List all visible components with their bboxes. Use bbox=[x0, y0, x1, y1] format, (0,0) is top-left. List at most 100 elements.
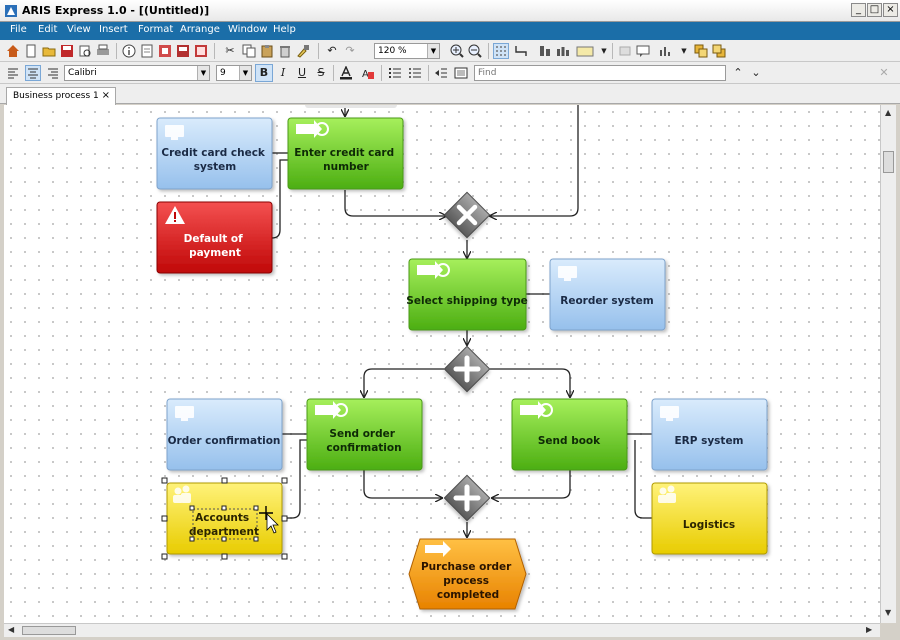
format-painter-icon[interactable] bbox=[296, 44, 310, 58]
send-back-icon[interactable] bbox=[712, 44, 726, 58]
open-folder-icon[interactable] bbox=[42, 44, 56, 58]
selection-handles[interactable] bbox=[161, 477, 288, 560]
svg-text:Accounts department: Accounts department bbox=[189, 512, 259, 538]
print-preview-icon[interactable] bbox=[78, 44, 92, 58]
node-reorder-system[interactable]: Reorder system bbox=[549, 258, 666, 331]
underline-button[interactable]: U bbox=[297, 66, 307, 79]
find-previous-icon[interactable]: ⌃ bbox=[733, 66, 743, 79]
node-accounts-department[interactable]: Accounts department bbox=[161, 477, 288, 560]
align-icon[interactable] bbox=[538, 44, 552, 58]
node-order-confirmation[interactable]: Order confirmation bbox=[166, 398, 283, 471]
function-arrow-icon bbox=[296, 120, 329, 138]
save-icon[interactable] bbox=[60, 44, 74, 58]
decrease-indent-icon[interactable] bbox=[434, 66, 448, 80]
menu-window[interactable]: Window bbox=[228, 24, 268, 35]
function-arrow-icon bbox=[520, 401, 553, 419]
horizontal-scroll-thumb[interactable] bbox=[22, 626, 76, 635]
node-purchase-order-process-completed[interactable]: Purchase order process completed bbox=[408, 538, 527, 610]
gateway-parallel-join[interactable] bbox=[443, 474, 491, 522]
scroll-right-icon[interactable]: ▶ bbox=[866, 625, 873, 634]
distribute-icon[interactable] bbox=[556, 44, 570, 58]
bring-front-icon[interactable] bbox=[694, 44, 708, 58]
maximize-button[interactable]: □ bbox=[867, 3, 882, 17]
minimize-button[interactable]: _ bbox=[851, 3, 866, 17]
cut-icon[interactable]: ✂ bbox=[225, 44, 235, 57]
gateway-parallel-split[interactable] bbox=[443, 345, 491, 393]
window-title: ARIS Express 1.0 - [(Untitled)] bbox=[22, 4, 210, 17]
node-enter-credit-card-number[interactable]: Enter credit card number bbox=[287, 117, 404, 190]
menu-view[interactable]: View bbox=[67, 24, 91, 35]
delete-icon[interactable] bbox=[278, 44, 292, 58]
shape-fill-icon[interactable] bbox=[576, 44, 594, 58]
italic-button[interactable]: I bbox=[280, 66, 286, 79]
font-color-icon[interactable] bbox=[339, 66, 353, 80]
chevron-down-icon[interactable]: ▼ bbox=[601, 47, 607, 55]
align-left-icon[interactable] bbox=[6, 66, 20, 80]
export-icon[interactable] bbox=[158, 44, 172, 58]
close-icon[interactable]: × bbox=[101, 90, 110, 101]
bullet-list-icon[interactable] bbox=[408, 66, 422, 80]
find-input[interactable] bbox=[474, 65, 726, 81]
print-icon[interactable] bbox=[96, 44, 110, 58]
strikethrough-button[interactable]: S bbox=[317, 66, 325, 79]
font-family-select[interactable]: Calibri ▼ bbox=[64, 65, 210, 81]
align-center-icon[interactable] bbox=[25, 65, 41, 81]
menu-help[interactable]: Help bbox=[273, 24, 296, 35]
horizontal-scrollbar[interactable]: ◀ ▶ bbox=[4, 623, 880, 637]
text-frame-icon[interactable] bbox=[454, 66, 468, 80]
scroll-down-icon[interactable]: ▼ bbox=[885, 608, 892, 617]
zoom-in-icon[interactable] bbox=[450, 44, 464, 58]
close-window-button[interactable]: × bbox=[883, 3, 898, 17]
node-send-book[interactable]: Send book bbox=[511, 398, 628, 471]
node-default-of-payment[interactable]: Default of payment bbox=[156, 201, 273, 274]
chevron-down-icon[interactable]: ▼ bbox=[681, 47, 687, 55]
scroll-left-icon[interactable]: ◀ bbox=[8, 625, 15, 634]
bold-button[interactable]: B bbox=[255, 64, 273, 82]
redo-icon[interactable]: ↷ bbox=[345, 44, 355, 57]
node-credit-card-check-system[interactable]: Credit card check system bbox=[156, 117, 273, 190]
node-send-order-confirmation[interactable]: Send order confirmation bbox=[306, 398, 423, 471]
gateway-exclusive[interactable] bbox=[443, 191, 491, 239]
diagram-canvas[interactable]: Credit card check system Enter credit ca… bbox=[4, 105, 880, 623]
export-image-icon[interactable] bbox=[194, 44, 208, 58]
menu-edit[interactable]: Edit bbox=[38, 24, 58, 35]
numbered-list-icon[interactable] bbox=[388, 66, 402, 80]
svg-text:A: A bbox=[362, 69, 369, 80]
undo-icon[interactable]: ↶ bbox=[327, 44, 337, 57]
vertical-scrollbar[interactable]: ▲ ▼ bbox=[880, 105, 896, 623]
hide-icon[interactable] bbox=[618, 44, 632, 58]
import-icon[interactable] bbox=[176, 44, 190, 58]
paste-icon[interactable] bbox=[260, 44, 274, 58]
home-icon[interactable] bbox=[6, 44, 20, 58]
comment-icon[interactable] bbox=[636, 44, 650, 58]
align-right-icon[interactable] bbox=[46, 66, 60, 80]
menu-insert[interactable]: Insert bbox=[99, 24, 128, 35]
zoom-value: 120 % bbox=[378, 46, 407, 56]
node-label: Logistics bbox=[683, 519, 735, 531]
menu-format[interactable]: Format bbox=[138, 24, 174, 35]
connector-icon[interactable] bbox=[514, 44, 528, 58]
zoom-select[interactable]: 120 % ▼ bbox=[374, 43, 440, 59]
node-erp-system[interactable]: ERP system bbox=[651, 398, 768, 471]
vertical-scroll-thumb[interactable] bbox=[883, 151, 894, 173]
menu-arrange[interactable]: Arrange bbox=[180, 24, 220, 35]
node-logistics[interactable]: Logistics bbox=[651, 482, 768, 555]
page-setup-icon[interactable] bbox=[140, 44, 154, 58]
svg-text:Send order confirmat: Send order confirmation bbox=[326, 428, 401, 454]
scroll-up-icon[interactable]: ▲ bbox=[885, 108, 892, 117]
tab-business-process-1[interactable]: Business process 1 × bbox=[6, 87, 116, 105]
chart-icon[interactable] bbox=[658, 44, 672, 58]
menu-file[interactable]: File bbox=[10, 24, 27, 35]
node-select-shipping-type[interactable]: Select shipping type bbox=[406, 258, 528, 331]
copy-icon[interactable] bbox=[242, 44, 256, 58]
find-next-icon[interactable]: ⌄ bbox=[751, 66, 761, 79]
new-document-icon[interactable] bbox=[24, 44, 38, 58]
grid-toggle-icon[interactable] bbox=[493, 43, 509, 59]
clear-search-icon[interactable]: ✕ bbox=[879, 66, 889, 79]
font-size-select[interactable]: 9 ▼ bbox=[216, 65, 252, 81]
text-highlight-icon[interactable]: A bbox=[361, 66, 375, 80]
monitor-icon bbox=[660, 406, 679, 421]
zoom-out-icon[interactable] bbox=[468, 44, 482, 58]
properties-icon[interactable] bbox=[122, 44, 136, 58]
business-process-diagram: Credit card check system Enter credit ca… bbox=[156, 105, 768, 610]
